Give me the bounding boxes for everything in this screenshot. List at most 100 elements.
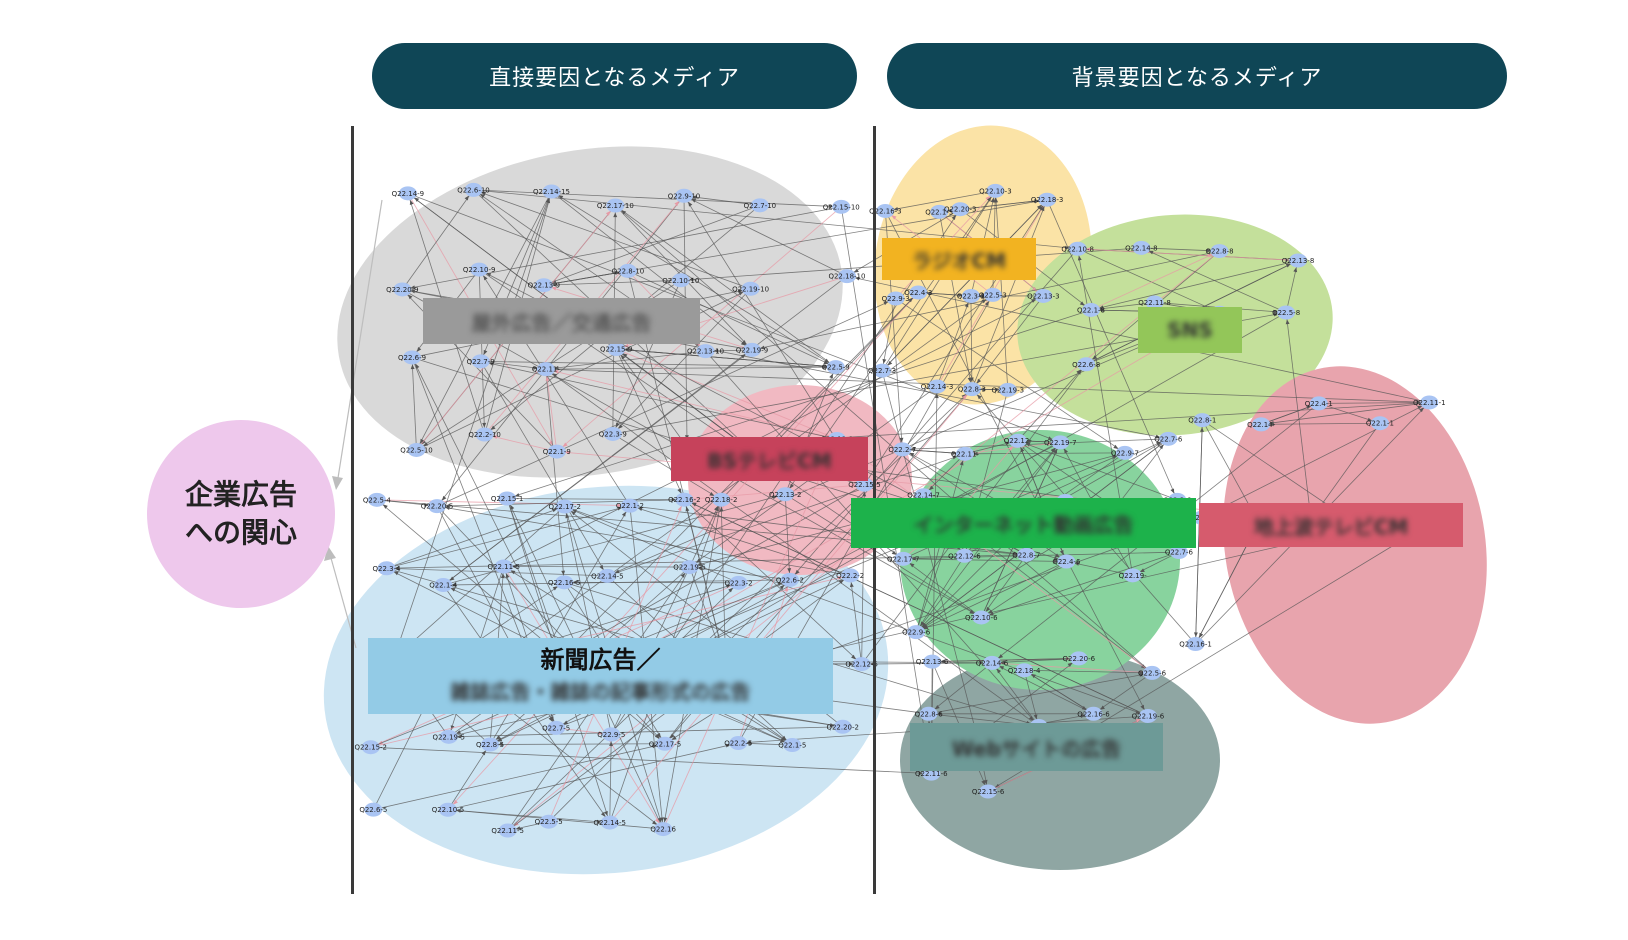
node-circle	[919, 706, 938, 721]
edge-arrowhead	[1064, 448, 1069, 454]
edge-arrowhead	[1047, 436, 1053, 441]
edge	[785, 493, 982, 618]
node-label: Q22.6-8	[1072, 361, 1100, 369]
edge	[436, 298, 896, 507]
edge	[971, 199, 1048, 390]
node-circle	[607, 342, 626, 357]
edge-arrowhead	[486, 272, 492, 277]
node-circle	[1051, 435, 1070, 450]
graph-node: Q22.15-5	[848, 477, 881, 492]
edge-arrowhead	[962, 394, 967, 400]
edge	[1017, 364, 1087, 441]
graph-node: Q22.8-7	[1012, 547, 1040, 562]
edge-arrowhead	[553, 365, 559, 370]
node-circle	[907, 625, 926, 640]
node-label: Q22.14-5	[591, 572, 624, 580]
node-label: Q22.6-10	[457, 186, 490, 194]
edge	[881, 190, 996, 371]
edge-arrowhead	[952, 455, 958, 460]
node-label: Q22.13-6	[916, 658, 949, 666]
node-circle	[655, 736, 674, 751]
edge-arrowhead	[910, 447, 916, 451]
node-label: Q22.7-9	[467, 358, 495, 366]
graph-node: Q22.19-10	[732, 281, 769, 296]
node-circle	[742, 342, 761, 357]
node-label: Q22.15-9	[600, 346, 633, 354]
edge-arrowhead	[1367, 417, 1373, 422]
graph-node: Q22.16-1	[1179, 637, 1212, 652]
node-circle	[403, 350, 422, 365]
node-circle	[909, 285, 928, 300]
edge-arrowhead	[551, 286, 557, 291]
edge	[607, 453, 966, 577]
category-label-ooh: 屋外広告／交通広告	[423, 298, 700, 344]
edge	[627, 270, 836, 368]
edge-arrowhead	[909, 563, 915, 568]
edge-arrowhead	[600, 811, 606, 817]
node-label: Q22.2-5	[724, 740, 752, 748]
edge-arrowhead	[829, 373, 833, 379]
node-circle	[1069, 651, 1088, 666]
edge-arrowhead	[891, 550, 897, 555]
edge-arrowhead	[1273, 312, 1279, 317]
edge-arrowhead	[1199, 632, 1204, 638]
graph-node: Q22.20-2	[826, 719, 859, 734]
node-circle	[1138, 708, 1157, 723]
node-circle	[539, 814, 558, 829]
node-label: Q22.11-1	[1413, 399, 1446, 407]
node-circle	[750, 198, 769, 213]
edge-arrowhead	[688, 277, 694, 282]
graph-node: Q22.2-5	[724, 736, 752, 751]
node-circle	[618, 263, 637, 278]
node-label: Q22.17-7	[887, 555, 920, 563]
node-circle	[1252, 417, 1271, 432]
node-circle	[600, 815, 619, 830]
edge-arrowhead	[725, 584, 731, 589]
node-circle	[675, 492, 694, 507]
node-label: Q22.15-5	[848, 481, 881, 489]
edge-arrowhead	[654, 734, 660, 739]
node-circle	[361, 740, 380, 755]
edge	[386, 567, 608, 577]
edge-arrowhead	[605, 210, 611, 216]
graph-node: Q22.1-9	[543, 444, 571, 459]
node-label: Q22.20-3	[944, 206, 977, 214]
edge-arrowhead	[481, 191, 487, 196]
arrow-to-target-top	[337, 199, 383, 479]
edge-arrowhead	[851, 654, 856, 660]
edge-arrowhead	[987, 609, 993, 614]
node-label: Q22.19-9	[736, 346, 769, 354]
graph-node: Q22.16-5	[548, 575, 580, 590]
node-circle	[826, 360, 845, 375]
node-circle	[542, 184, 561, 199]
edge	[615, 348, 688, 448]
node-label: Q22.14-5	[593, 819, 626, 827]
graph-node: Q22.7-6	[1165, 545, 1193, 560]
edge	[789, 248, 1078, 581]
edge-arrowhead	[759, 345, 765, 350]
edge	[609, 388, 973, 823]
edge	[545, 369, 565, 583]
graph-node: Q22.6-5	[359, 802, 387, 817]
edge	[402, 189, 474, 290]
node-label: Q22.15-10	[823, 203, 860, 211]
edge-arrowhead	[450, 587, 456, 592]
graph-node: Q22.11-	[532, 362, 560, 377]
node-label: Q22.17-10	[597, 202, 634, 210]
node-label: Q22.19-	[1119, 572, 1148, 580]
node-circle	[955, 548, 974, 563]
node-label: Q22.13-9	[528, 282, 561, 290]
node-label: Q22.11-	[951, 450, 980, 458]
edge-arrowhead	[1293, 267, 1298, 273]
node-label: Q22.12-6	[948, 552, 981, 560]
edge-arrowhead	[564, 450, 570, 455]
edge	[490, 743, 665, 745]
edge-arrowhead	[1098, 308, 1104, 313]
edge	[447, 744, 491, 810]
graph-node: Q22.14-15	[533, 184, 570, 199]
node-circle	[536, 362, 555, 377]
edge-arrowhead	[1273, 309, 1279, 314]
graph-node: Q22.6-9	[398, 350, 426, 365]
node-label: Q22.11-6	[915, 770, 948, 778]
node-label: Q22.13-2	[769, 491, 802, 499]
